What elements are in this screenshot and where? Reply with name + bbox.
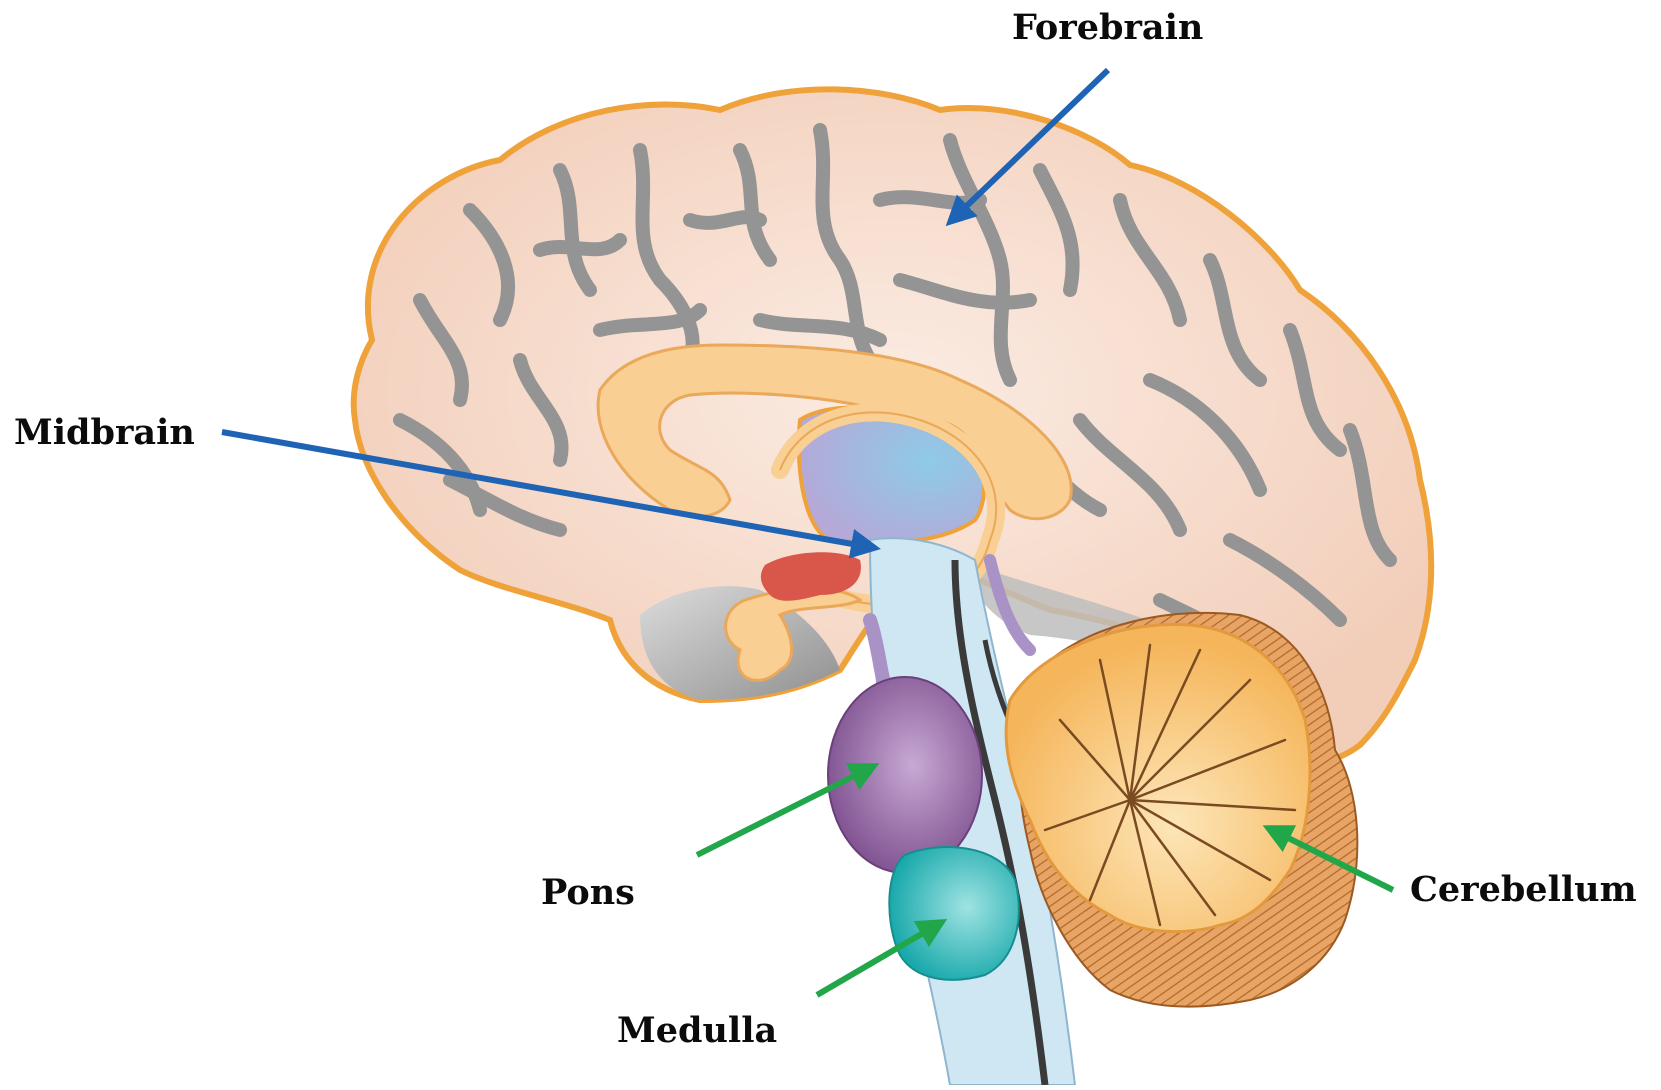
midbrain-label: Midbrain [14,415,195,450]
pons-label: Pons [541,875,635,910]
cerebellum-label: Cerebellum [1410,872,1637,907]
forebrain-label: Forebrain [1012,10,1203,45]
medulla-oblongata [889,847,1018,980]
medulla-label: Medulla [617,1013,777,1048]
